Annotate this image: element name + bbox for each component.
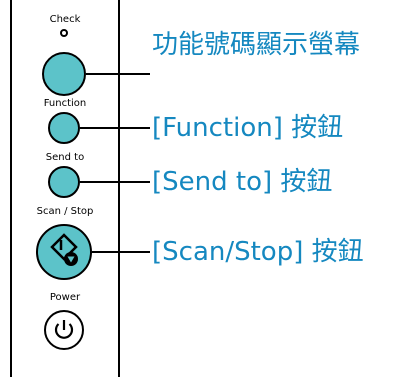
sendto-button[interactable] (48, 166, 80, 198)
scan-stop-icon (50, 233, 78, 266)
sendto-label: Send to (45, 152, 85, 163)
check-label: Check (49, 14, 81, 25)
power-label: Power (49, 292, 81, 303)
operator-panel (10, 0, 120, 377)
display-leader-line (86, 73, 150, 75)
display-callout: 功能號碼顯示螢幕 (152, 30, 361, 60)
power-button[interactable] (44, 310, 84, 350)
function-callout: [Function] 按鈕 (152, 113, 344, 143)
sendto-callout: [Send to] 按鈕 (152, 167, 333, 197)
scanstop-callout: [Scan/Stop] 按鈕 (152, 237, 364, 267)
scanstop-leader-line (92, 251, 150, 253)
check-indicator-led (60, 29, 68, 37)
function-number-display (42, 52, 86, 96)
scanstop-label: Scan / Stop (36, 206, 94, 217)
function-leader-line (80, 127, 150, 129)
scan-stop-button[interactable] (36, 224, 92, 280)
power-icon (54, 320, 74, 339)
function-button[interactable] (48, 112, 80, 144)
function-label: Function (43, 98, 87, 109)
sendto-leader-line (80, 181, 150, 183)
